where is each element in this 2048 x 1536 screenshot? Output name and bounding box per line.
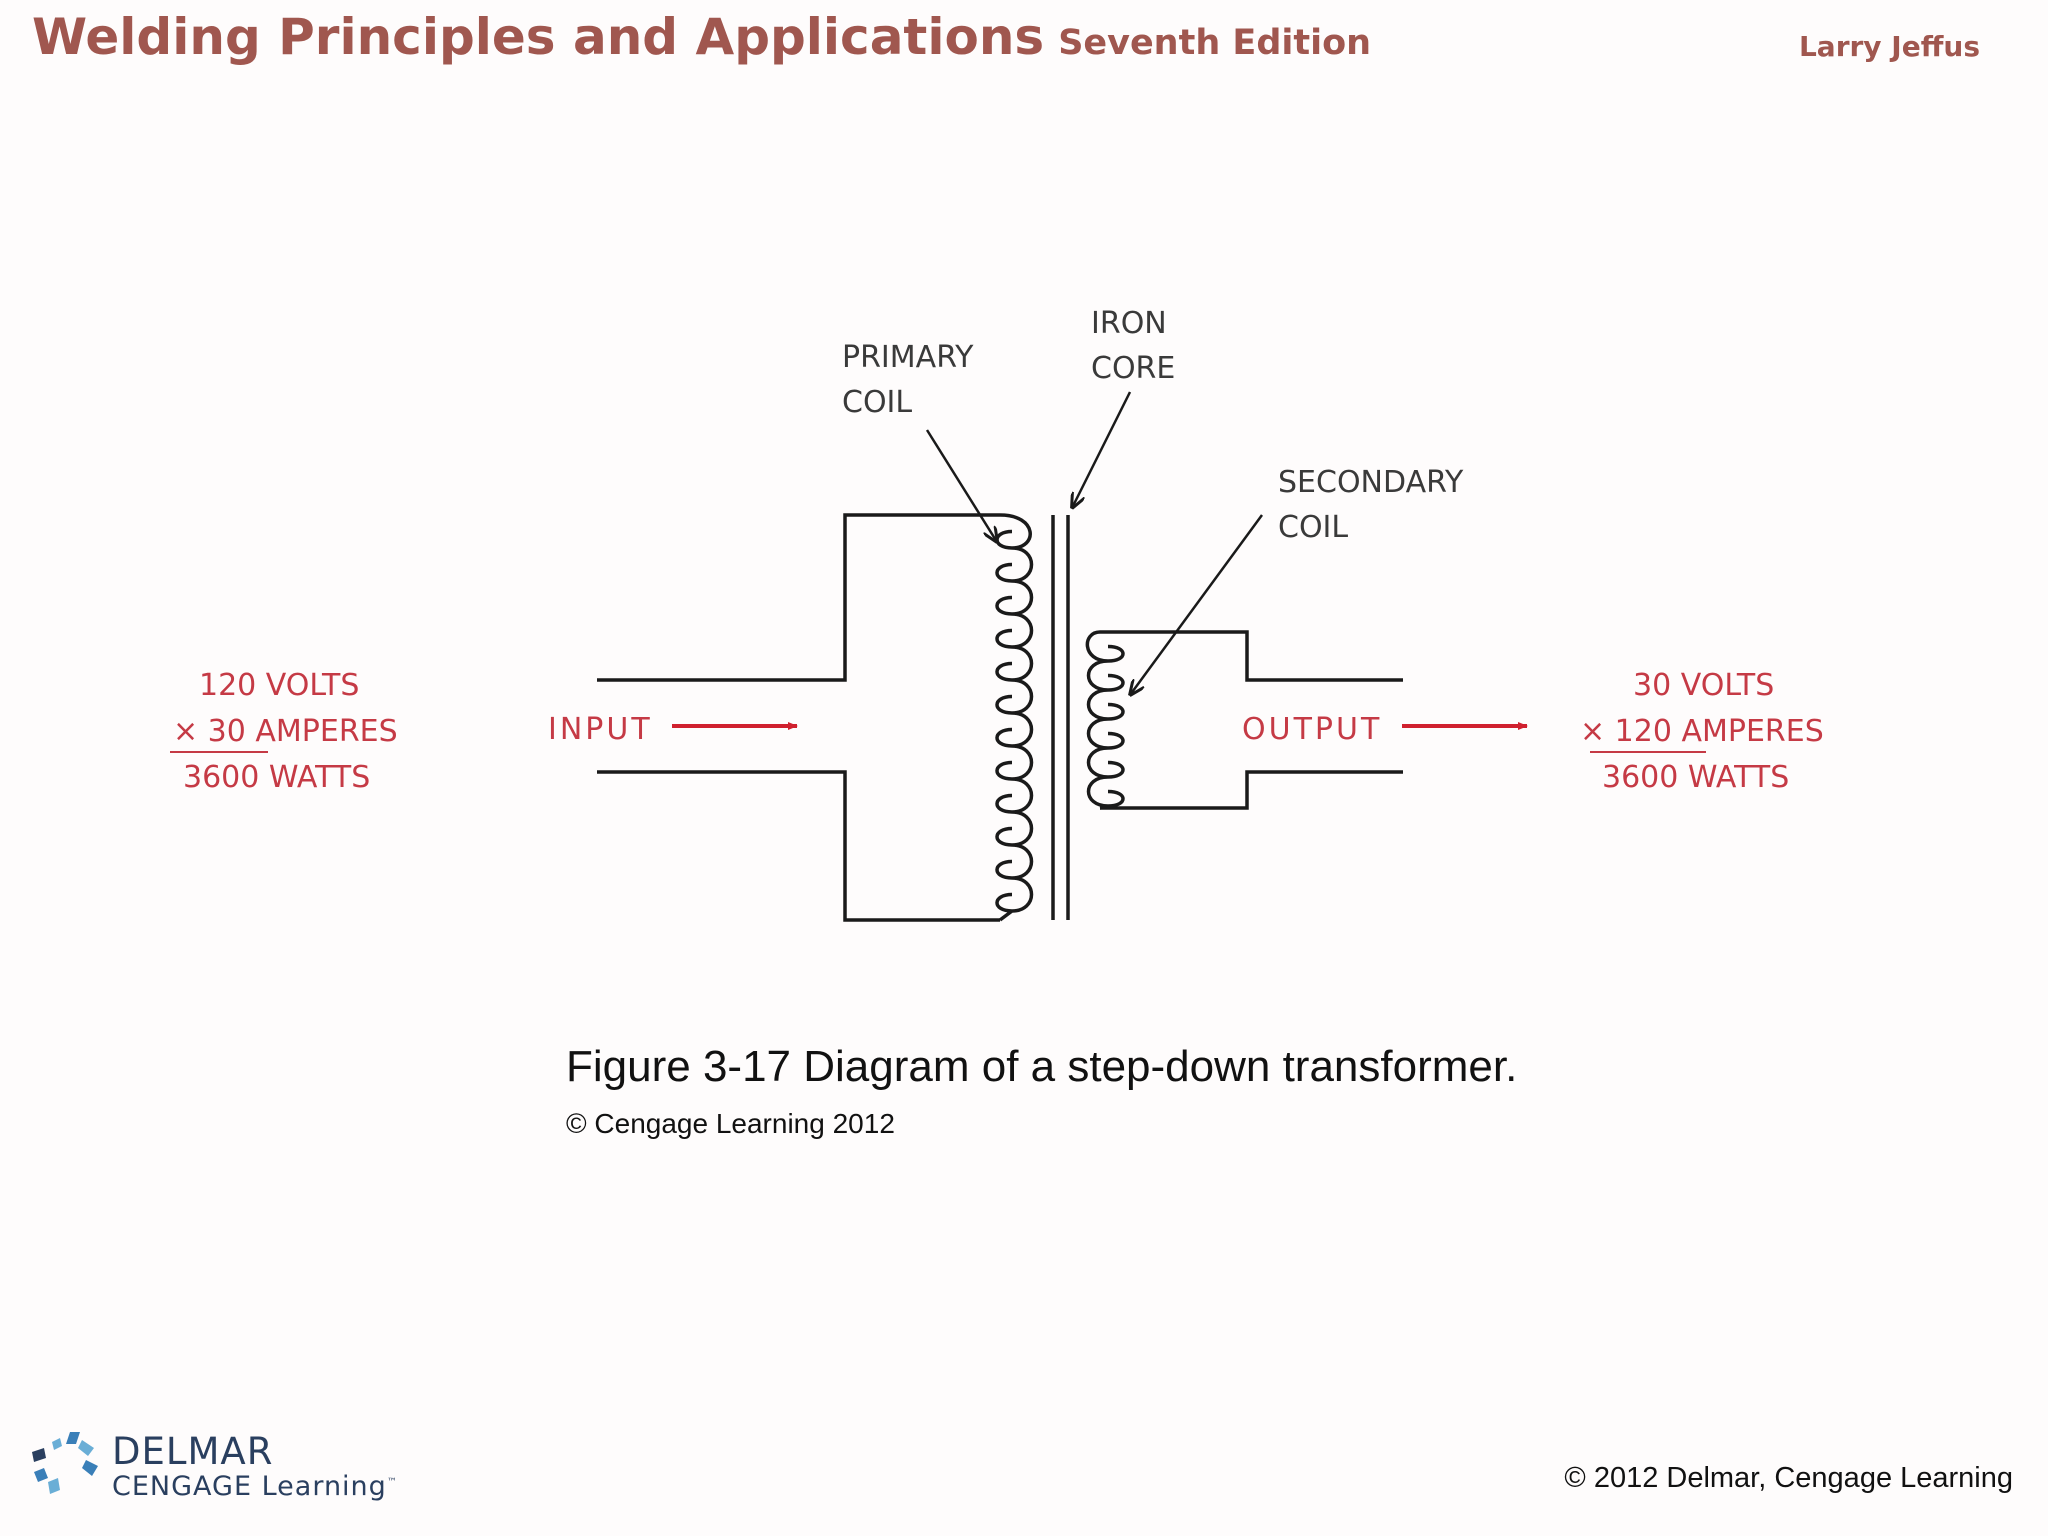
secondary-coil	[1085, 630, 1125, 810]
input-watts: 3600 WATTS	[183, 760, 370, 795]
logo-subtitle-wrap: CENGAGE Learning™	[112, 1471, 398, 1502]
output-amperes: × 120 AMPERES	[1580, 714, 1824, 749]
secondary-coil-label-1: SECONDARY	[1278, 465, 1464, 500]
logo-subtitle: CENGAGE Learning	[112, 1471, 387, 1502]
iron-core-label-2: CORE	[1091, 351, 1175, 386]
output-watts: 3600 WATTS	[1602, 760, 1789, 795]
primary-coil-label-2: COIL	[842, 385, 912, 420]
iron-core-label-1: IRON	[1091, 306, 1167, 341]
iron-core-pointer	[1072, 391, 1132, 508]
secondary-coil-pointer	[1130, 514, 1264, 695]
author-name: Larry Jeffus	[1798, 30, 1980, 63]
input-calculation: 120 VOLTS × 30 AMPERES 3600 WATTS	[170, 668, 398, 795]
output-volts: 30 VOLTS	[1633, 668, 1774, 703]
output-calculation: 30 VOLTS × 120 AMPERES 3600 WATTS	[1580, 668, 1824, 795]
figure-credit: © Cengage Learning 2012	[566, 1108, 895, 1139]
book-title: Welding Principles and Applications	[32, 8, 1045, 66]
iron-core	[1051, 515, 1070, 920]
trademark-mark: ™	[386, 1477, 398, 1488]
secondary-circuit	[1085, 630, 1403, 810]
input-label: INPUT	[548, 712, 653, 747]
primary-circuit	[597, 513, 1034, 922]
primary-coil	[995, 513, 1034, 922]
output-label: OUTPUT	[1242, 712, 1382, 747]
footer-copyright: © 2012 Delmar, Cengage Learning	[1564, 1462, 2013, 1494]
primary-coil-pointer	[925, 429, 997, 542]
figure-caption: Figure 3-17 Diagram of a step-down trans…	[566, 1042, 1518, 1091]
slide-title: Welding Principles and Applications Seven…	[32, 8, 1371, 66]
secondary-coil-label-2: COIL	[1278, 510, 1348, 545]
delmar-logo-icon	[32, 1432, 98, 1494]
primary-coil-label-1: PRIMARY	[842, 340, 974, 375]
input-amperes: × 30 AMPERES	[173, 714, 398, 749]
logo-name: DELMAR	[112, 1430, 274, 1473]
input-volts: 120 VOLTS	[199, 668, 359, 703]
delmar-logo: DELMAR CENGAGE Learning™	[30, 1430, 397, 1502]
book-edition: Seventh Edition	[1058, 23, 1372, 63]
